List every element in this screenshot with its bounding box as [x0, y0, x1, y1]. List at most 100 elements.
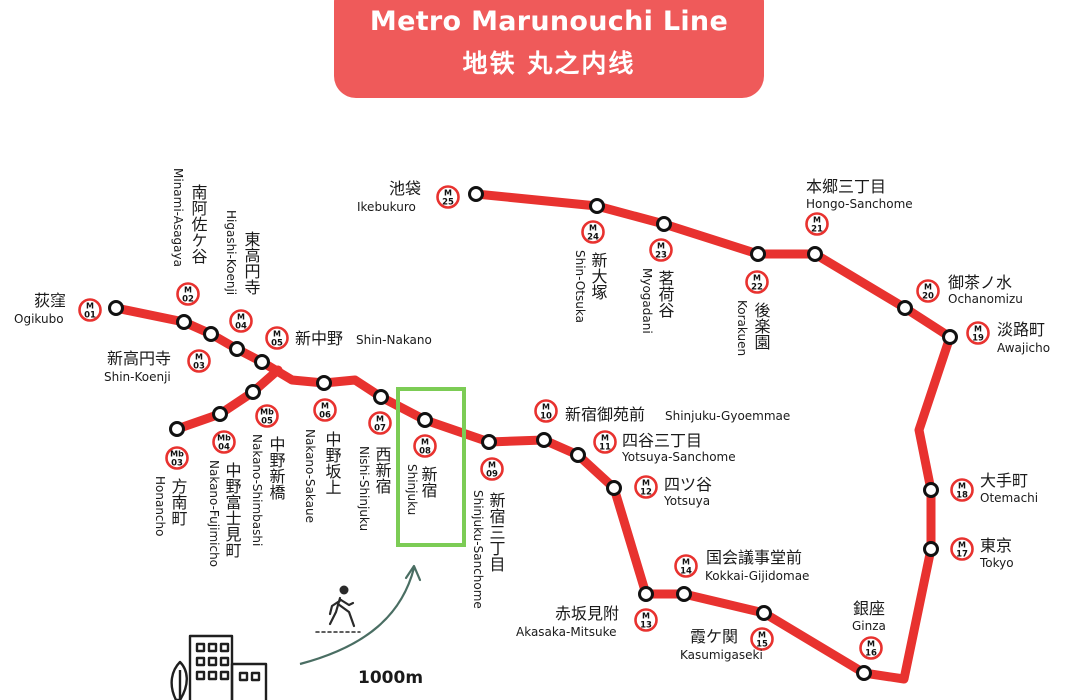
station-badge-ogikubo: M01	[78, 298, 102, 322]
station-name-ja-ochanomizu: 御茶ノ水	[948, 273, 1012, 292]
station-badge-number: 17	[956, 550, 968, 560]
station-badge-myogadani: M23	[649, 238, 673, 262]
station-badge-minami-asagaya: M02	[176, 282, 200, 306]
station-badge-code: M	[589, 224, 597, 233]
station-name-en-yotsuya-sanchome: Yotsuya-Sanchome	[621, 450, 736, 464]
station-dot-minami-asagaya	[176, 314, 192, 330]
station-badge-code: M	[421, 438, 429, 447]
station-badge-number: 18	[956, 491, 968, 501]
station-name-ja-otemachi: 大手町	[980, 471, 1028, 490]
station-badge-number: 08	[419, 447, 431, 457]
station-badge-shinjuku-sanchome: M09	[480, 457, 504, 481]
station-badge-code: Mb	[217, 434, 231, 443]
station-badge-yotsuya-sanchome: M11	[593, 430, 617, 454]
station-name-en-korakuen: Korakuen	[735, 300, 749, 356]
station-name-en-nishi-shinjuku: Nishi-Shinjuku	[357, 446, 371, 531]
station-badge-code: M	[376, 415, 384, 424]
station-dot-shin-otsuka	[589, 198, 605, 214]
station-badge-number: 10	[540, 412, 552, 422]
station-name-en-myogadani: Myogadani	[640, 268, 654, 334]
station-badge-otemachi: M18	[950, 478, 974, 502]
station-badge-number: 05	[261, 417, 273, 427]
station-badge-code: M	[867, 640, 875, 649]
station-dot-otemachi	[923, 482, 939, 498]
station-name-ja-higashi-koenji: 東高円寺	[242, 231, 261, 295]
station-badge-higashi-koenji: M04	[229, 309, 253, 333]
station-badge-shin-nakano: M05	[265, 326, 289, 350]
station-badge-number: 11	[599, 443, 611, 453]
station-name-ja-kokkai-gijidomae: 国会議事堂前	[706, 548, 802, 567]
station-name-ja-tokyo: 東京	[980, 536, 1012, 555]
highlight-box	[396, 387, 466, 547]
station-dot-nakano-fujimicho	[212, 406, 228, 422]
station-badge-yotsuya: M12	[634, 475, 658, 499]
station-badge-ginza: M16	[859, 636, 883, 660]
station-dot-yotsuya-sanchome	[570, 447, 586, 463]
station-name-en-hongo-sanchome: Hongo-Sanchome	[806, 197, 913, 211]
station-badge-number: 12	[640, 488, 652, 498]
station-dot-awajicho	[942, 329, 958, 345]
station-badge-kasumigaseki: M15	[750, 627, 774, 651]
station-dot-kasumigaseki	[756, 605, 772, 621]
station-name-en-shinjuku-gyoemmae: Shinjuku-Gyoemmae	[665, 409, 790, 423]
station-badge-code: M	[488, 461, 496, 470]
station-name-ja-nakano-shimbashi: 中野新橋	[267, 436, 286, 501]
station-badge-shinjuku-gyoemmae: M10	[534, 399, 558, 423]
station-badge-hongo-sanchome: M21	[805, 212, 829, 236]
station-dot-ginza	[856, 665, 872, 681]
station-badge-code: M	[273, 330, 281, 339]
station-name-en-higashi-koenji: Higashi-Koenji	[224, 210, 238, 295]
station-badge-number: 15	[756, 640, 768, 650]
station-dot-shinjuku	[417, 412, 433, 428]
station-badge-code: M	[924, 283, 932, 292]
station-badge-number: 05	[271, 339, 283, 349]
station-label-layer: 荻窪Ogikubo南阿佐ケ谷Minami-Asagaya新高円寺Shin-Koe…	[14, 168, 1050, 662]
station-name-en-nakano-sakaue: Nakano-Sakaue	[303, 429, 317, 523]
station-name-ja-shin-koenji: 新高円寺	[107, 349, 171, 368]
station-name-en-ikebukuro: Ikebukuro	[357, 200, 416, 214]
station-dot-layer	[108, 186, 958, 681]
station-dot-akasaka-mitsuke	[638, 586, 654, 602]
station-name-en-shinjuku: Shinjuku	[405, 464, 419, 515]
station-badge-code: M	[753, 274, 761, 283]
station-badge-number: 13	[640, 621, 652, 631]
station-badge-korakuen: M22	[745, 270, 769, 294]
station-name-ja-nishi-shinjuku: 西新宿	[373, 446, 392, 494]
station-badge-shin-koenji: M03	[187, 349, 211, 373]
station-badge-number: 04	[218, 443, 230, 453]
station-name-en-tokyo: Tokyo	[979, 556, 1014, 570]
station-badge-code: M	[86, 302, 94, 311]
station-badge-code: Mb	[260, 408, 274, 417]
station-badge-number: 07	[374, 424, 386, 434]
station-name-en-nakano-fujimicho: Nakano-Fujimicho	[207, 460, 221, 567]
station-name-ja-yotsuya: 四ツ谷	[664, 475, 712, 494]
station-name-ja-ogikubo: 荻窪	[34, 291, 66, 310]
station-name-en-yotsuya: Yotsuya	[663, 494, 710, 508]
station-name-en-kokkai-gijidomae: Kokkai-Gijidomae	[705, 569, 809, 583]
station-badge-code: M	[682, 558, 690, 567]
station-badge-kokkai-gijidomae: M14	[674, 554, 698, 578]
station-name-en-ginza: Ginza	[852, 619, 886, 633]
station-name-ja-awajicho: 淡路町	[997, 320, 1045, 339]
station-dot-nakano-shimbashi	[245, 384, 261, 400]
station-badge-shin-otsuka: M24	[581, 220, 605, 244]
station-name-en-shin-otsuka: Shin-Otsuka	[573, 250, 587, 323]
station-badge-code: Mb	[170, 450, 184, 459]
station-name-en-kasumigaseki: Kasumigaseki	[680, 648, 763, 662]
station-badge-number: 21	[811, 225, 823, 235]
station-dot-shin-nakano	[254, 354, 270, 370]
station-dot-ochanomizu	[897, 300, 913, 316]
station-name-ja-yotsuya-sanchome: 四谷三丁目	[622, 431, 702, 450]
station-name-en-akasaka-mitsuke: Akasaka-Mitsuke	[516, 625, 616, 639]
station-name-en-awajicho: Awajicho	[997, 341, 1050, 355]
station-name-ja-honancho: 方南町	[169, 478, 188, 526]
station-name-ja-shin-otsuka: 新大塚	[589, 252, 608, 301]
station-name-en-ogikubo: Ogikubo	[14, 312, 64, 326]
station-dot-higashi-koenji	[229, 341, 245, 357]
station-name-ja-hongo-sanchome: 本郷三丁目	[806, 177, 886, 196]
station-badge-number: 19	[972, 334, 984, 344]
